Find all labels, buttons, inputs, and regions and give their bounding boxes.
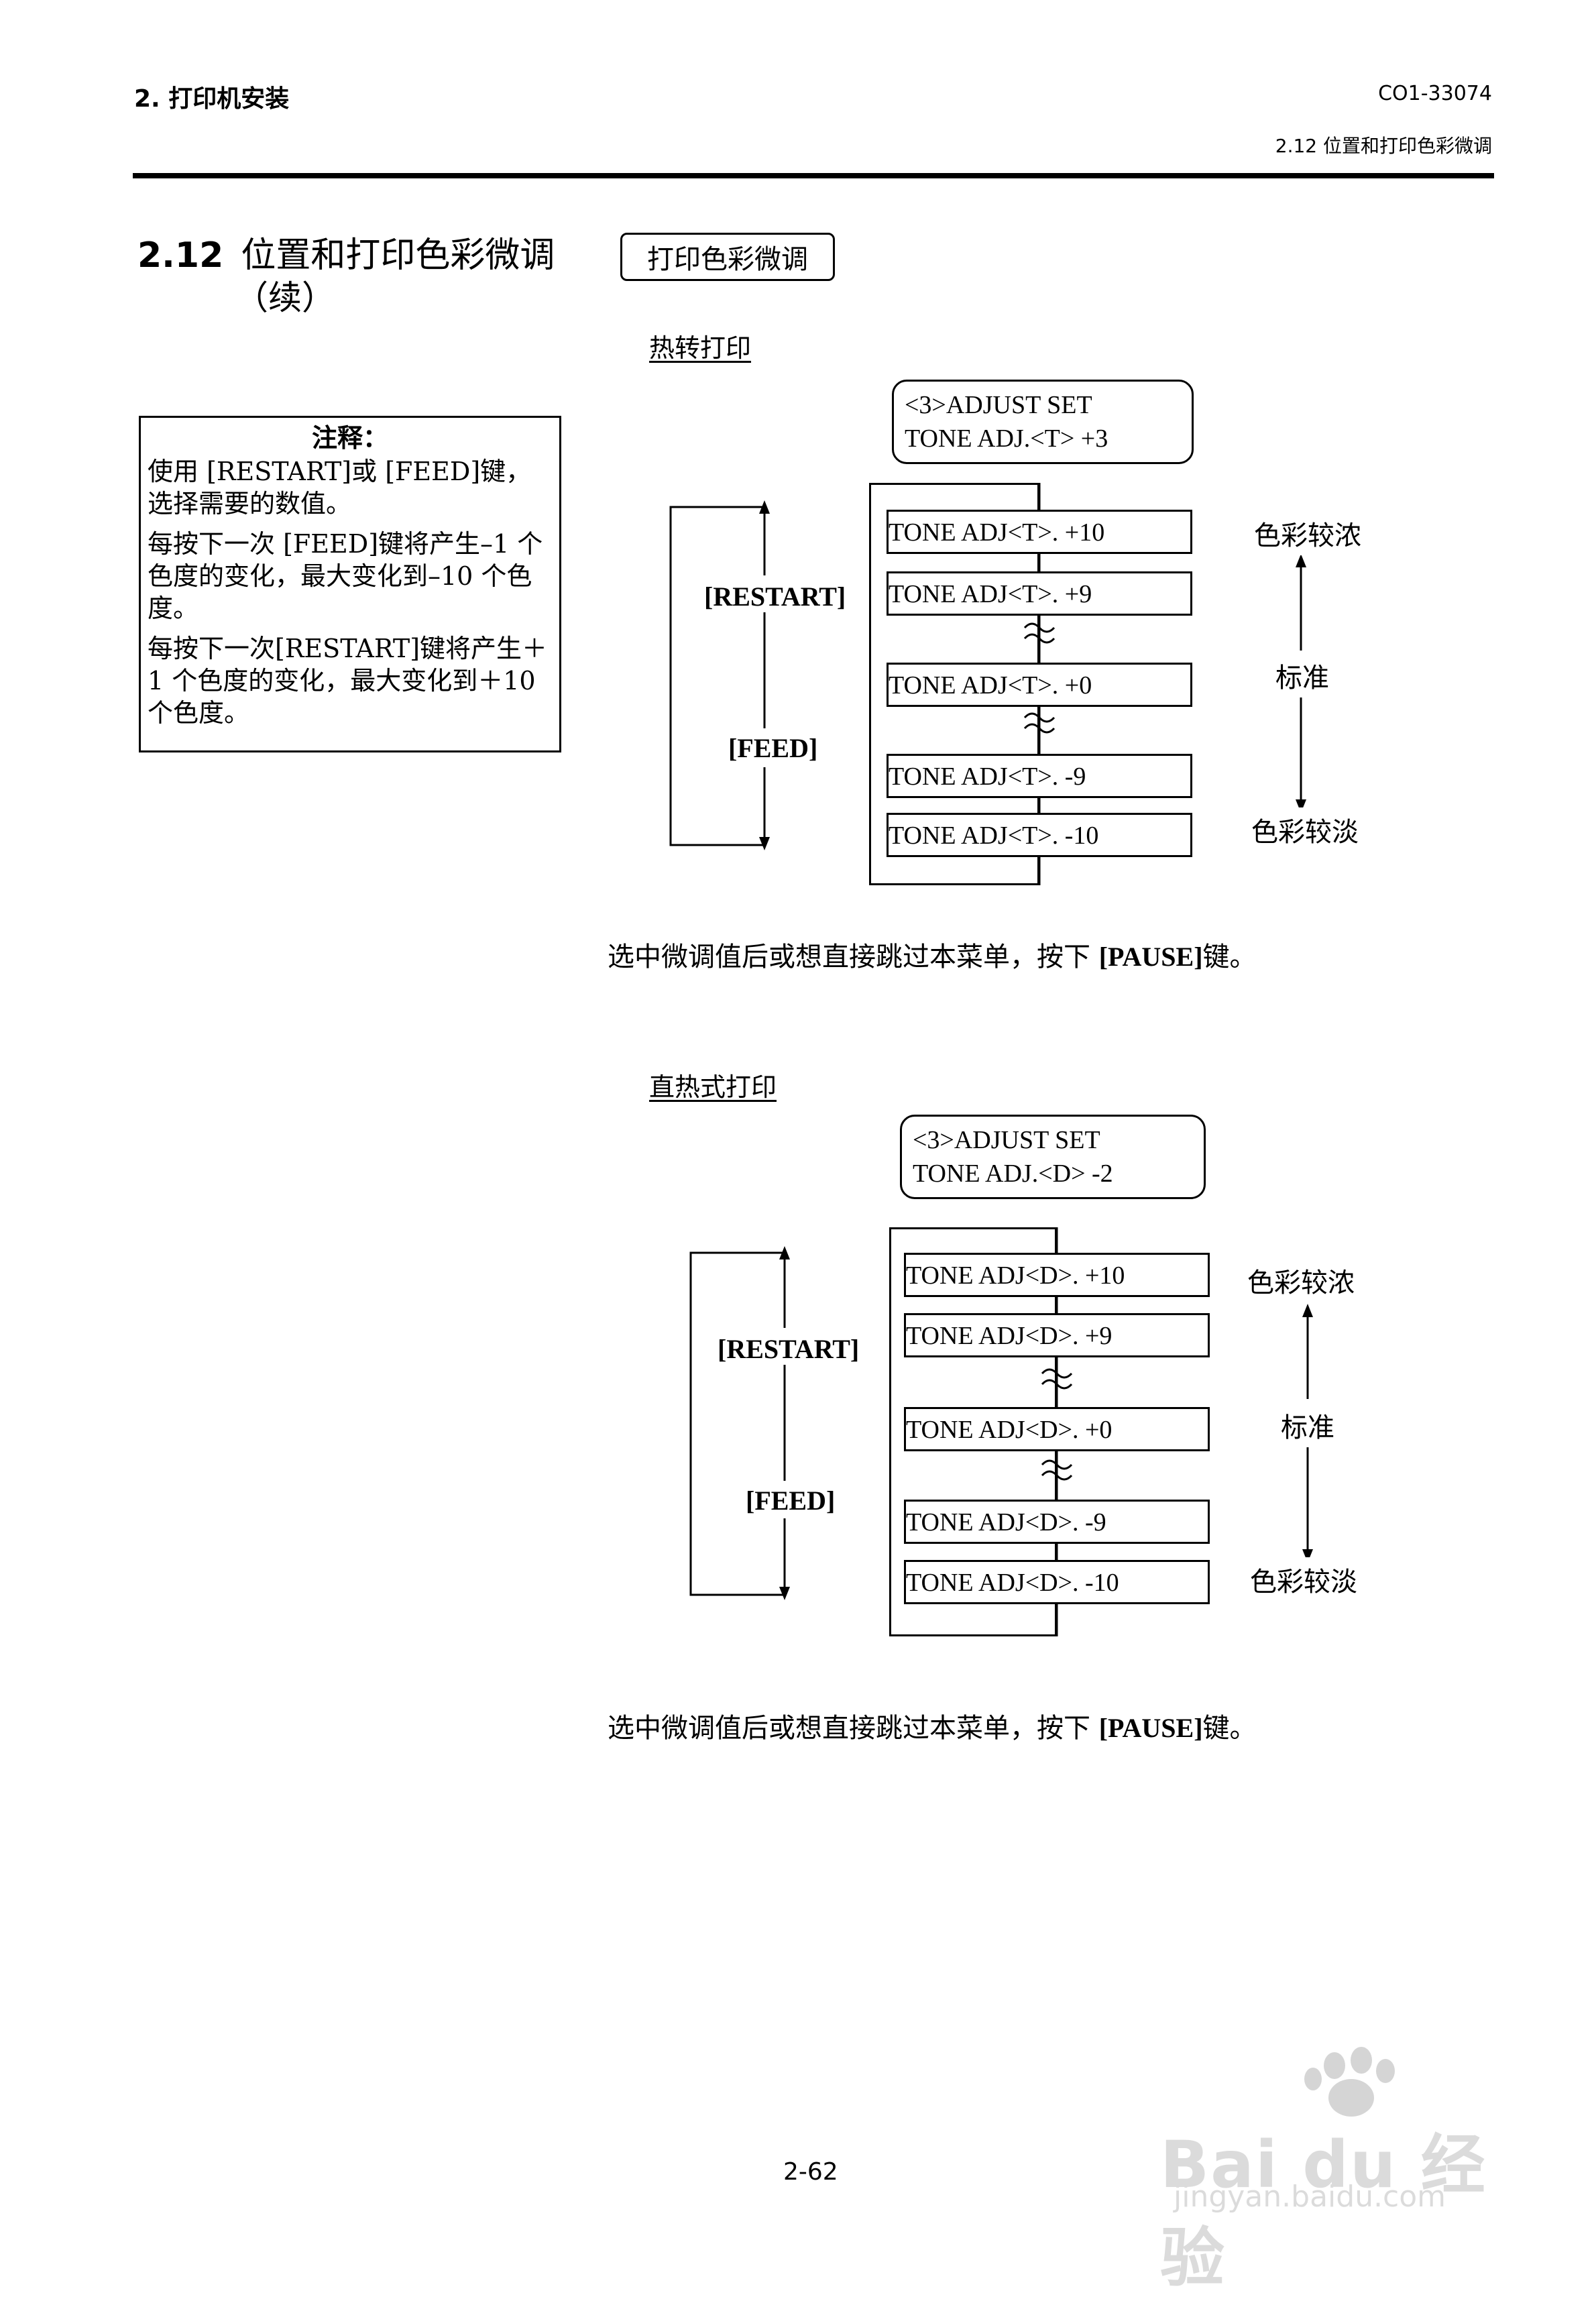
baidu-watermark: Bai du 经验 jingyan.baidu.com bbox=[1160, 2039, 1502, 2296]
standard-label: 标准 bbox=[1281, 1403, 1334, 1447]
watermark-logo-text: Bai du 经验 bbox=[1160, 2127, 1487, 2296]
page-number: 2-62 bbox=[783, 2158, 838, 2186]
lcd-line-2: TONE ADJ.<D> -2 bbox=[913, 1160, 1113, 1188]
instruction-suffix: 键。 bbox=[1202, 942, 1257, 972]
note-box: 注释： 使用 [RESTART]或 [FEED]键，选择需要的数值。 每按下一次… bbox=[139, 416, 561, 752]
paw-logo-icon bbox=[1304, 2047, 1395, 2117]
section-title-text: 位置和打印色彩微调 bbox=[241, 235, 555, 276]
feed-key-label: [FEED] bbox=[743, 1485, 838, 1516]
note-line-1: 使用 [RESTART]或 [FEED]键，选择需要的数值。 bbox=[148, 457, 532, 518]
section-reference: 2.12 位置和打印色彩微调 bbox=[1275, 135, 1492, 157]
instruction-text: 选中微调值后或想直接跳过本菜单，按下 bbox=[608, 942, 1099, 972]
direct-thermal-instruction: 选中微调值后或想直接跳过本菜单，按下 [PAUSE]键。 bbox=[608, 1706, 1257, 1745]
direct-connectors bbox=[689, 1227, 1313, 1636]
note-line-2: 每按下一次 [FEED]键将产生–1 个色度的变化，最大变化到–10 个色度。 bbox=[148, 529, 543, 623]
menu-item-minus-9: TONE ADJ<D>. -9 bbox=[904, 1500, 1210, 1544]
menu-item-minus-10: TONE ADJ<D>. -10 bbox=[904, 1560, 1210, 1604]
section-continued: （续） bbox=[235, 278, 335, 317]
standard-label: 标准 bbox=[1275, 653, 1329, 697]
feed-key-label: [FEED] bbox=[726, 732, 821, 764]
thermal-transfer-instruction: 选中微调值后或想直接跳过本菜单，按下 [PAUSE]键。 bbox=[608, 935, 1257, 974]
lcd-display: <3>ADJUST SET TONE ADJ.<D> -2 bbox=[900, 1115, 1206, 1199]
section-number: 2.12 bbox=[137, 235, 224, 276]
darker-label: 色彩较浓 bbox=[1247, 1258, 1355, 1302]
section-title: 2.12 位置和打印色彩微调 bbox=[137, 227, 555, 277]
lcd-line-1: <3>ADJUST SET bbox=[913, 1126, 1100, 1154]
watermark-url: jingyan.baidu.com bbox=[1174, 2180, 1446, 2214]
pause-key: [PAUSE] bbox=[1098, 942, 1203, 972]
menu-item-minus-9: TONE ADJ<T>. -9 bbox=[887, 754, 1192, 798]
section-tag: 打印色彩微调 bbox=[620, 233, 835, 281]
lcd-display: <3>ADJUST SET TONE ADJ.<T> +3 bbox=[892, 380, 1194, 464]
document-code: CO1-33074 bbox=[1378, 82, 1492, 105]
menu-item-plus-9: TONE ADJ<T>. +9 bbox=[887, 571, 1192, 616]
lighter-label: 色彩较淡 bbox=[1251, 807, 1359, 852]
menu-item-minus-10: TONE ADJ<T>. -10 bbox=[887, 813, 1192, 857]
darker-label: 色彩较浓 bbox=[1254, 511, 1361, 555]
menu-item-plus-9: TONE ADJ<D>. +9 bbox=[904, 1313, 1210, 1357]
instruction-suffix: 键。 bbox=[1202, 1713, 1257, 1744]
restart-key-label: [RESTART] bbox=[701, 581, 849, 612]
direct-thermal-heading: 直热式打印 bbox=[649, 1072, 777, 1102]
thermal-transfer-diagram: <3>ADJUST SET TONE ADJ.<T> +3 TONE ADJ<T… bbox=[664, 362, 1402, 939]
instruction-text: 选中微调值后或想直接跳过本菜单，按下 bbox=[608, 1713, 1099, 1744]
menu-item-zero: TONE ADJ<D>. +0 bbox=[904, 1407, 1210, 1451]
menu-item-plus-10: TONE ADJ<T>. +10 bbox=[887, 510, 1192, 554]
menu-item-plus-10: TONE ADJ<D>. +10 bbox=[904, 1253, 1210, 1297]
thermal-connectors bbox=[669, 483, 1306, 885]
menu-item-zero: TONE ADJ<T>. +0 bbox=[887, 663, 1192, 707]
note-line-3: 每按下一次[RESTART]键将产生＋1 个色度的变化，最大变化到＋10 个色度… bbox=[148, 634, 548, 728]
lcd-line-1: <3>ADJUST SET bbox=[905, 391, 1092, 419]
thermal-transfer-heading: 热转打印 bbox=[649, 333, 752, 363]
header-rule bbox=[133, 173, 1494, 178]
pause-key: [PAUSE] bbox=[1098, 1713, 1203, 1743]
lcd-line-2: TONE ADJ.<T> +3 bbox=[905, 425, 1108, 453]
direct-thermal-diagram: <3>ADJUST SET TONE ADJ.<D> -2 TONE ADJ<D… bbox=[677, 1100, 1415, 1677]
restart-key-label: [RESTART] bbox=[715, 1333, 862, 1365]
lighter-label: 色彩较淡 bbox=[1250, 1557, 1357, 1602]
note-title: 注释： bbox=[311, 423, 388, 453]
chapter-heading: 2. 打印机安装 bbox=[134, 85, 290, 113]
